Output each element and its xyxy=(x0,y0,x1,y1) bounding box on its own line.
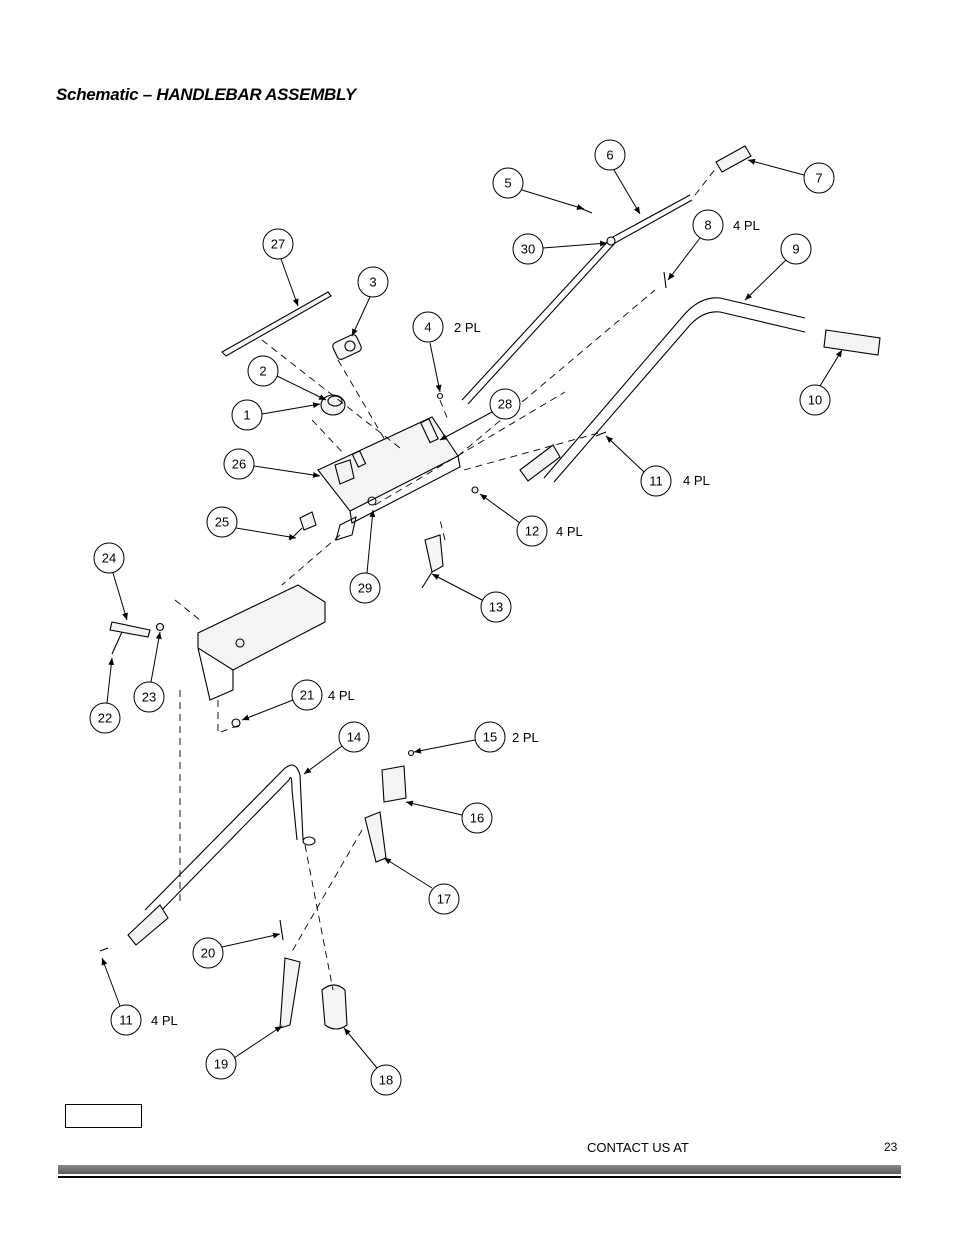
callout-17: 17 xyxy=(383,857,460,915)
callout-30: 30 xyxy=(512,233,608,265)
svg-text:20: 20 xyxy=(201,946,215,961)
svg-text:23: 23 xyxy=(142,690,156,705)
svg-text:3: 3 xyxy=(369,275,376,290)
parts-drawing xyxy=(99,145,881,1030)
callout-14: 14 xyxy=(303,721,370,775)
svg-text:7: 7 xyxy=(815,171,822,186)
callout-29: 29 xyxy=(349,509,381,604)
callout-25: 25 xyxy=(206,506,297,540)
svg-text:1: 1 xyxy=(243,408,250,423)
callout-11-lower: 11 xyxy=(101,957,142,1036)
callout-22: 22 xyxy=(89,657,121,734)
callout-5: 5 xyxy=(492,167,585,210)
svg-text:30: 30 xyxy=(521,242,535,257)
callout-12-qty: 4 PL xyxy=(556,524,583,539)
callout-11-upper: 11 xyxy=(605,435,672,497)
callout-12: 12 xyxy=(479,493,548,547)
svg-text:11: 11 xyxy=(119,1013,133,1028)
svg-text:9: 9 xyxy=(792,242,799,257)
callout-20: 20 xyxy=(192,932,281,969)
callout-21-qty: 4 PL xyxy=(328,688,355,703)
svg-text:16: 16 xyxy=(470,811,484,826)
svg-text:8: 8 xyxy=(704,218,711,233)
callout-2: 2 xyxy=(247,355,327,401)
svg-text:19: 19 xyxy=(214,1057,228,1072)
svg-text:17: 17 xyxy=(437,892,451,907)
svg-text:27: 27 xyxy=(271,237,285,252)
footer-rule-thin xyxy=(58,1176,901,1178)
svg-text:26: 26 xyxy=(232,457,246,472)
page-number: 23 xyxy=(884,1140,898,1154)
callout-27: 27 xyxy=(262,228,299,307)
callout-26: 26 xyxy=(223,448,321,480)
callout-16: 16 xyxy=(405,800,493,834)
svg-text:11: 11 xyxy=(649,474,663,489)
svg-text:12: 12 xyxy=(525,524,539,539)
footer-contact: CONTACT US AT xyxy=(587,1140,689,1155)
svg-text:10: 10 xyxy=(808,393,822,408)
svg-text:15: 15 xyxy=(483,730,497,745)
callout-8-qty: 4 PL xyxy=(733,218,760,233)
callout-8: 8 xyxy=(667,209,724,281)
callout-15: 15 xyxy=(413,721,506,754)
svg-text:6: 6 xyxy=(606,148,613,163)
svg-text:25: 25 xyxy=(215,515,229,530)
page-title: Schematic – HANDLEBAR ASSEMBLY xyxy=(56,85,356,104)
footer-rule xyxy=(58,1165,901,1174)
svg-text:2: 2 xyxy=(259,364,266,379)
svg-text:29: 29 xyxy=(358,581,372,596)
svg-text:28: 28 xyxy=(498,397,512,412)
callout-21: 21 xyxy=(241,679,323,721)
empty-label-box xyxy=(65,1104,142,1128)
callout-24: 24 xyxy=(93,542,128,621)
callout-9: 9 xyxy=(744,233,812,301)
callout-10: 10 xyxy=(799,349,843,416)
callout-7: 7 xyxy=(747,158,835,194)
callout-19: 19 xyxy=(205,1025,283,1080)
callout-1: 1 xyxy=(231,399,321,431)
callout-4-qty: 2 PL xyxy=(454,320,481,335)
svg-text:4: 4 xyxy=(424,320,431,335)
callout-6: 6 xyxy=(594,139,641,215)
callout-4: 4 xyxy=(412,311,444,393)
svg-text:22: 22 xyxy=(98,711,112,726)
svg-text:13: 13 xyxy=(489,600,503,615)
callout-15-qty: 2 PL xyxy=(512,730,539,745)
svg-text:21: 21 xyxy=(300,688,314,703)
callout-18: 18 xyxy=(343,1027,402,1096)
svg-text:24: 24 xyxy=(102,551,116,566)
svg-text:14: 14 xyxy=(347,730,361,745)
callout-23: 23 xyxy=(133,631,165,713)
callout-11-upper-qty: 4 PL xyxy=(683,473,710,488)
callout-3: 3 xyxy=(351,266,389,337)
callout-11-lower-qty: 4 PL xyxy=(151,1013,178,1028)
callout-13: 13 xyxy=(431,573,512,623)
callout-28: 28 xyxy=(439,388,521,441)
svg-text:5: 5 xyxy=(504,176,511,191)
svg-text:18: 18 xyxy=(379,1073,393,1088)
